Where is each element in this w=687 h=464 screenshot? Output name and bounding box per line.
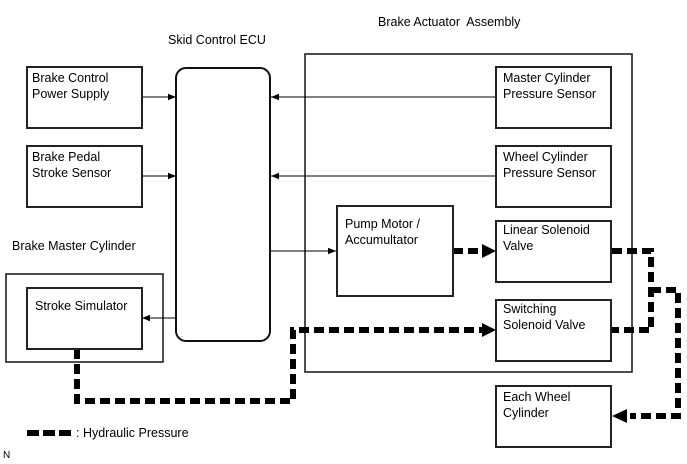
master-cylinder-pressure-sensor-box: Master Cylinder Pressure Sensor (495, 66, 612, 129)
each-wheel-cylinder-box: Each Wheel Cylinder (495, 385, 612, 448)
hydraulic-line-to-wheel-cylinder (630, 287, 681, 419)
legend-hydraulic-pressure-label: : Hydraulic Pressure (76, 426, 189, 440)
hydraulic-arrowhead-linear (482, 244, 496, 258)
brake-master-cylinder-label: Brake Master Cylinder (12, 239, 136, 253)
brake-control-power-supply-box: Brake Control Power Supply (26, 66, 143, 129)
hydraulic-arrowhead-switching (482, 323, 496, 337)
switching-solenoid-valve-label: Switching Solenoid Valve (503, 302, 586, 332)
stroke-simulator-box: Stroke Simulator (26, 287, 143, 350)
switching-solenoid-valve-box: Switching Solenoid Valve (495, 299, 612, 362)
brake-pedal-stroke-sensor-box: Brake Pedal Stroke Sensor (26, 145, 143, 208)
hydraulic-arrowhead-wheel-cylinder (612, 409, 627, 423)
brake-pedal-stroke-sensor-label: Brake Pedal Stroke Sensor (32, 150, 112, 180)
brake-actuator-assembly-frame (304, 53, 633, 373)
wheel-cylinder-pressure-sensor-box: Wheel Cylinder Pressure Sensor (495, 145, 612, 208)
linear-solenoid-valve-label: Linear Solenoid Valve (503, 223, 590, 253)
linear-solenoid-valve-box: Linear Solenoid Valve (495, 220, 612, 283)
corner-mark: N (3, 450, 11, 461)
master-cylinder-pressure-sensor-label: Master Cylinder Pressure Sensor (503, 71, 597, 101)
wheel-cylinder-pressure-sensor-label: Wheel Cylinder Pressure Sensor (503, 150, 597, 180)
pump-motor-accumulator-label: Pump Motor / Accumultator (345, 217, 421, 247)
legend-hydraulic-swatch (27, 430, 71, 436)
skid-control-ecu-label: Skid Control ECU (168, 33, 266, 47)
stroke-simulator-label: Stroke Simulator (35, 299, 128, 313)
skid-control-ecu-box (175, 67, 271, 342)
brake-actuator-assembly-label: Brake Actuator Assembly (378, 15, 521, 29)
pump-motor-accumulator-box: Pump Motor / Accumultator (336, 205, 454, 297)
each-wheel-cylinder-label: Each Wheel Cylinder (503, 390, 571, 420)
brake-control-power-supply-label: Brake Control Power Supply (32, 71, 110, 101)
hydraulic-line-simulator-to-switching (74, 327, 486, 404)
